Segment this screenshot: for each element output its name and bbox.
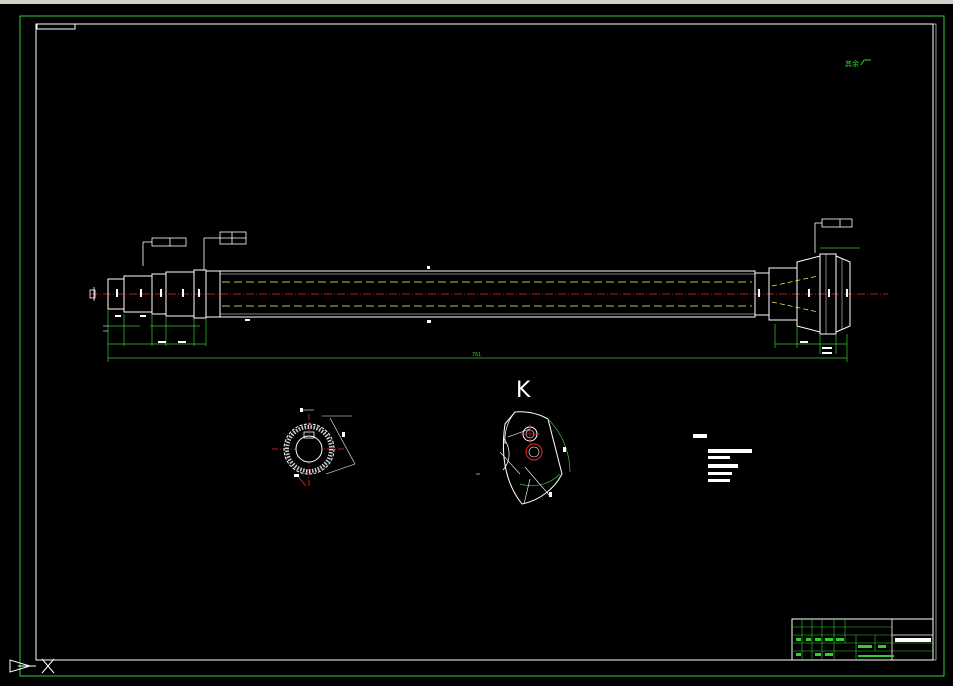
cad-model-space[interactable]: 其余 xyxy=(0,4,953,686)
roughness-note-text: 其余 xyxy=(845,59,859,68)
taper-hidden-top xyxy=(771,275,819,287)
spline-hatch xyxy=(285,425,333,473)
inner-frame xyxy=(35,23,934,661)
roughness-note: 其余 xyxy=(845,59,871,68)
technical-requirements xyxy=(693,434,752,482)
crosshair-cursor-icon xyxy=(41,658,55,674)
section-view-k: K xyxy=(476,378,571,505)
taper-hidden-bottom xyxy=(771,301,819,313)
tolerance-frame-2 xyxy=(203,231,247,270)
outer-frame xyxy=(19,15,945,677)
section-mark-left xyxy=(89,287,96,301)
section-view-k-label: K xyxy=(516,378,531,403)
window-top-edge xyxy=(0,0,953,4)
overall-length-label: 761 xyxy=(472,352,481,358)
corner-tag xyxy=(36,23,76,30)
cad-drawing: 其余 xyxy=(9,15,945,677)
k-hole-2 xyxy=(525,443,543,461)
right-frame-strip xyxy=(932,23,937,661)
tolerance-frame-3 xyxy=(814,218,853,253)
k-sector-outline xyxy=(502,411,563,505)
spline-outer xyxy=(283,423,335,475)
spline-section-view xyxy=(272,408,356,487)
dimension-lines xyxy=(107,247,860,362)
title-block xyxy=(791,618,934,661)
tolerance-frame-1 xyxy=(142,237,187,266)
shaft-head-chamfer xyxy=(835,255,851,333)
ucs-icon xyxy=(9,659,36,673)
shaft-main-view: 761 xyxy=(89,218,888,362)
spline-bore xyxy=(295,435,323,463)
